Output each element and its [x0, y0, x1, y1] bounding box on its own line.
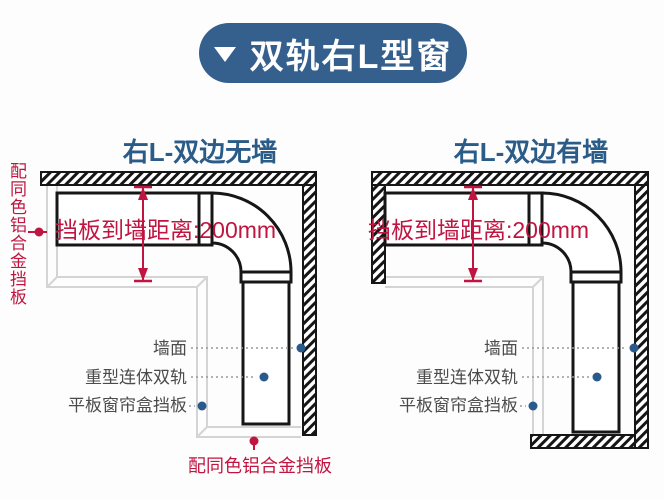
section-header-button[interactable]: 双轨右L型窗 — [199, 23, 467, 83]
double-track — [55, 191, 293, 426]
left-bottom-note: 配同色铝合金挡板 — [188, 456, 332, 476]
left-diagram-art — [28, 171, 317, 450]
label-wall-surface: 墙面 — [153, 339, 187, 358]
label-flat-curtain-box-baffle: 平板窗帘盒挡板 — [399, 396, 518, 415]
double-track — [383, 191, 623, 434]
label-leaders — [189, 343, 306, 411]
left-side-note: 配同色铝合金挡板 — [7, 162, 26, 306]
triangle-down-icon — [213, 46, 236, 62]
section-title: 双轨右L型窗 — [249, 37, 453, 76]
wall-hatch — [371, 171, 649, 449]
label-wall-surface: 墙面 — [484, 339, 518, 358]
curtain-box-outline — [46, 186, 301, 438]
wall-hatch — [40, 171, 317, 436]
left-dimension-label: 挡板到墙距离:200mm — [55, 217, 277, 243]
right-dimension-label: 挡板到墙距离:200mm — [368, 217, 590, 243]
curtain-box-outline — [385, 276, 544, 435]
right-diagram-title: 右L-双边有墙 — [453, 137, 609, 167]
label-flat-curtain-box-baffle: 平板窗帘盒挡板 — [68, 396, 187, 415]
dimension-annotations — [28, 185, 259, 450]
right-diagram-art — [371, 171, 649, 449]
label-heavy-double-track: 重型连体双轨 — [416, 368, 518, 387]
label-heavy-double-track: 重型连体双轨 — [85, 368, 187, 387]
label-leaders — [520, 343, 639, 411]
left-diagram-title: 右L-双边无墙 — [122, 137, 278, 167]
dimension-annotations — [464, 185, 482, 283]
